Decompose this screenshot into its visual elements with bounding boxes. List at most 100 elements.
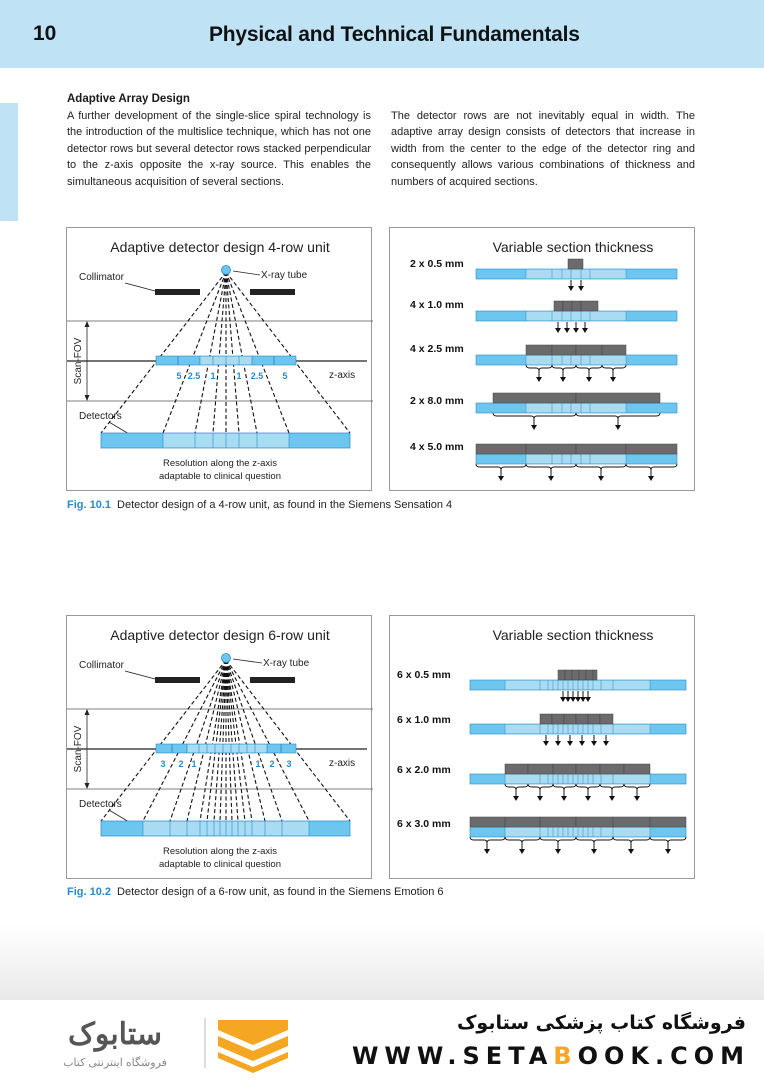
fig1-collimator-left (155, 289, 200, 295)
fig2-right-diagram: Variable section thickness 6 x 0.5 mm6 x… (397, 627, 687, 854)
section-row-label: 6 x 1.0 mm (397, 714, 451, 726)
fig2-detectors-label: Detectors (79, 799, 122, 810)
down-arrow-icon (610, 377, 616, 382)
down-arrow-icon (634, 796, 640, 801)
active-section-block (551, 713, 565, 725)
logo-book-icon (218, 1020, 288, 1045)
active-section-block (575, 816, 614, 828)
fig1-collimator-label: Collimator (79, 272, 125, 283)
logo-subtitle: فروشگاه اینترنتی کتاب (63, 1056, 167, 1069)
setabook-logo-graphic: ستابوک فروشگاه اینترنتی کتاب (63, 1018, 288, 1073)
active-section-block (571, 300, 582, 312)
down-arrow-icon (582, 328, 588, 333)
down-arrow-icon (565, 697, 571, 702)
down-arrow-icon (537, 796, 543, 801)
setabook-logo: ستابوک فروشگاه اینترنتی کتاب (20, 1012, 310, 1074)
fig1-xray-tube-label: X-ray tube (261, 270, 308, 281)
fig1-detectors-label: Detectors (79, 411, 122, 422)
fig2-caption-number: Fig. 10.2 (67, 886, 112, 898)
store-url[interactable]: WWW.SETABOOK.COM (351, 1042, 750, 1070)
section-row-label: 4 x 1.0 mm (410, 299, 464, 311)
active-section-block (575, 344, 603, 356)
active-section-block (552, 763, 577, 775)
down-arrow-icon (567, 741, 573, 746)
fig1-beam-lines (100, 271, 351, 434)
section-row-label: 2 x 8.0 mm (410, 395, 464, 407)
down-arrow-icon (628, 849, 634, 854)
fig1-right-title: Variable section thickness (493, 239, 654, 255)
fig1-section-thickness-panel: Variable section thickness 2 x 0.5 mm 4 x… (389, 227, 695, 491)
fig2-detector-design-panel: Adaptive detector design 6-row unit Coll… (66, 615, 373, 879)
row-label: 1 (236, 371, 241, 381)
down-arrow-icon (513, 796, 519, 801)
down-arrow-icon (560, 697, 566, 702)
active-section-block (527, 763, 554, 775)
active-section-block (599, 763, 625, 775)
fig2-resolution-line2: adaptable to clinical question (159, 859, 281, 870)
paragraph-left: A further development of the single-slic… (67, 110, 371, 188)
down-arrow-icon (531, 425, 537, 430)
fig2-collimator-left (155, 677, 200, 683)
fig2-collimator-right (250, 677, 295, 683)
chapter-title: Physical and Technical Fundamentals (209, 23, 580, 46)
fig2-collimator-label: Collimator (79, 660, 125, 671)
fig2-xray-tube-icon (221, 653, 231, 663)
active-section-block (623, 763, 651, 775)
fig1-collimator-right (250, 289, 295, 295)
active-section-block (564, 669, 573, 681)
active-section-block (557, 669, 566, 681)
fig1-scan-fov-label: Scan-FOV (73, 337, 84, 384)
fig2-resolution-line1: Resolution along the z-axis (163, 846, 277, 857)
active-section-block (525, 443, 577, 455)
down-arrow-icon (615, 425, 621, 430)
down-arrow-icon (484, 849, 490, 854)
active-section-block (580, 300, 599, 312)
row-label: 5 (176, 371, 181, 381)
fig2-caption: Fig. 10.2 Detector design of a 6-row unit… (67, 886, 444, 898)
down-arrow-icon (648, 476, 654, 481)
row-label: 1 (255, 759, 260, 769)
active-section-block (475, 443, 527, 455)
active-section-block (625, 443, 678, 455)
active-section-block (539, 713, 553, 725)
down-arrow-icon (609, 796, 615, 801)
fig1-z-axis-label: z-axis (329, 370, 355, 381)
down-arrow-icon (570, 697, 576, 702)
row-label: 1 (191, 759, 196, 769)
down-arrow-icon (536, 377, 542, 382)
active-section-block (601, 344, 627, 356)
active-section-block (539, 816, 577, 828)
row-label: 2.5 (251, 371, 264, 381)
active-section-block (587, 713, 601, 725)
active-section-block (575, 392, 661, 404)
fig2-scan-fov-label: Scan-FOV (73, 725, 84, 772)
down-arrow-icon (519, 849, 525, 854)
page-number: 10 (33, 22, 57, 45)
section-row-label: 4 x 5.0 mm (410, 441, 464, 453)
row-label: 3 (160, 759, 165, 769)
active-section-block (567, 258, 584, 270)
down-arrow-icon (579, 741, 585, 746)
row-label: 2 (178, 759, 183, 769)
active-section-block (504, 816, 541, 828)
active-section-block (649, 816, 687, 828)
down-arrow-icon (548, 476, 554, 481)
fig2-z-axis-label: z-axis (329, 758, 355, 769)
row-label: 5 (282, 371, 287, 381)
active-section-block (563, 713, 577, 725)
down-arrow-icon (665, 849, 671, 854)
down-arrow-icon (555, 741, 561, 746)
active-section-block (525, 344, 553, 356)
down-arrow-icon (578, 286, 584, 291)
fig2-left-diagram: Adaptive detector design 6-row unit Coll… (67, 627, 373, 870)
fig2-right-title: Variable section thickness (493, 627, 654, 643)
down-arrow-icon (543, 741, 549, 746)
active-section-block (562, 300, 573, 312)
section-row-label: 2 x 0.5 mm (410, 258, 464, 270)
page-header (0, 0, 764, 68)
fig1-caption-number: Fig. 10.1 (67, 499, 112, 511)
down-arrow-icon (573, 328, 579, 333)
fig2-caption-text: Detector design of a 6-row unit, as foun… (117, 886, 444, 898)
